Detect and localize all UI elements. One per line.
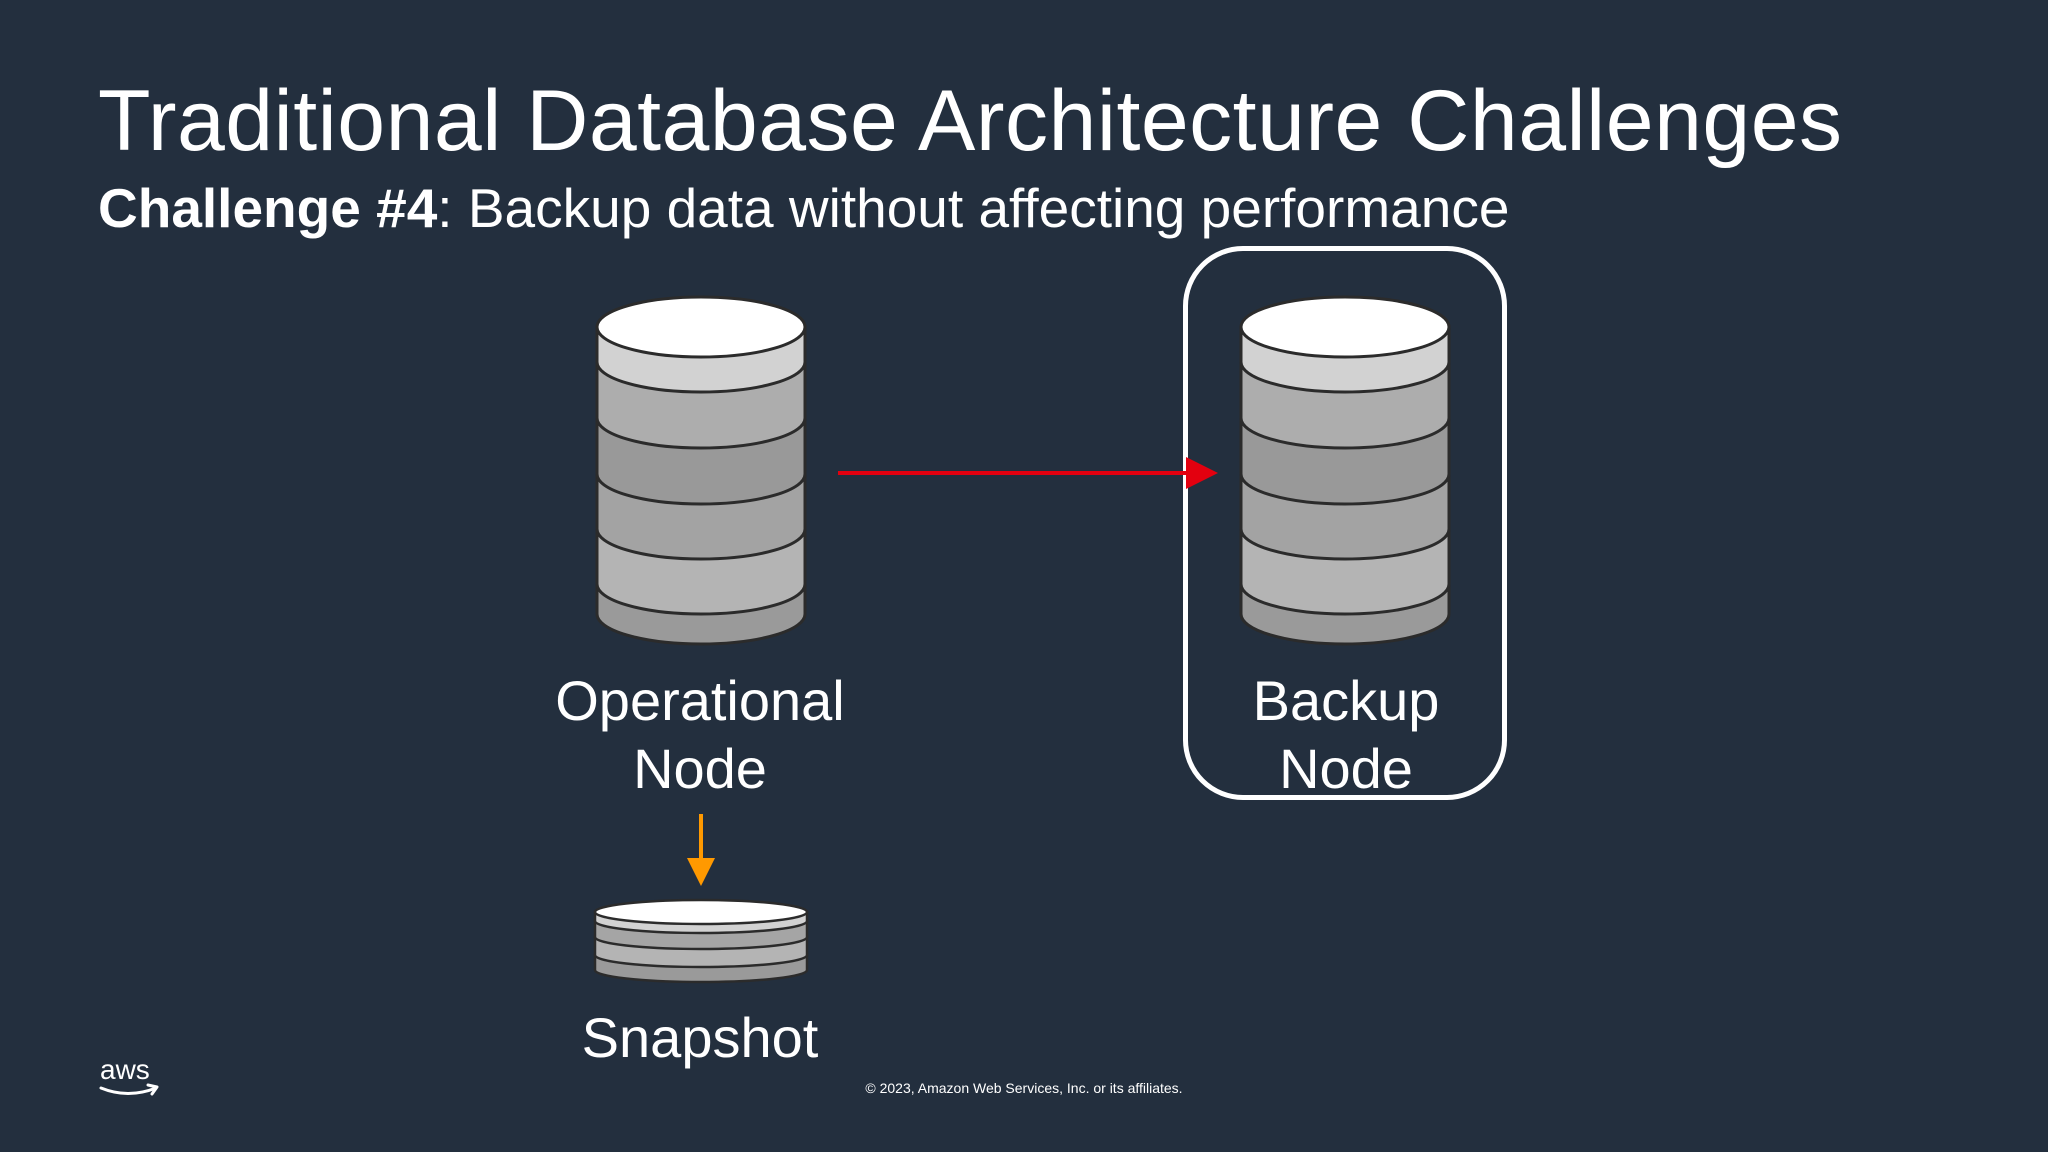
operational-database-icon (595, 295, 807, 646)
operational-node-label: Operational Node (500, 667, 900, 803)
backup-database-icon (1239, 295, 1451, 646)
aws-logo-text: aws (100, 1055, 150, 1085)
backup-node-highlight-box (1183, 246, 1507, 800)
subtitle-challenge-number: Challenge #4 (98, 177, 438, 239)
snapshot-label: Snapshot (581, 1006, 819, 1069)
slide-subtitle: Challenge #4: Backup data without affect… (98, 176, 1509, 240)
operational-node-label-line1: Operational (555, 669, 845, 732)
aws-logo: aws (99, 1055, 159, 1096)
subtitle-description: : Backup data without affecting performa… (437, 177, 1510, 239)
snapshot-disk-icon (593, 898, 809, 984)
backup-node-label-line1: Backup (1252, 669, 1440, 732)
slide-title: Traditional Database Architecture Challe… (98, 73, 1843, 169)
operational-node-label-line2: Node (633, 737, 767, 800)
backup-node-label: Backup Node (1146, 667, 1546, 803)
backup-node-label-line2: Node (1279, 737, 1413, 800)
copyright-notice: © 2023, Amazon Web Services, Inc. or its… (865, 1080, 1183, 1096)
